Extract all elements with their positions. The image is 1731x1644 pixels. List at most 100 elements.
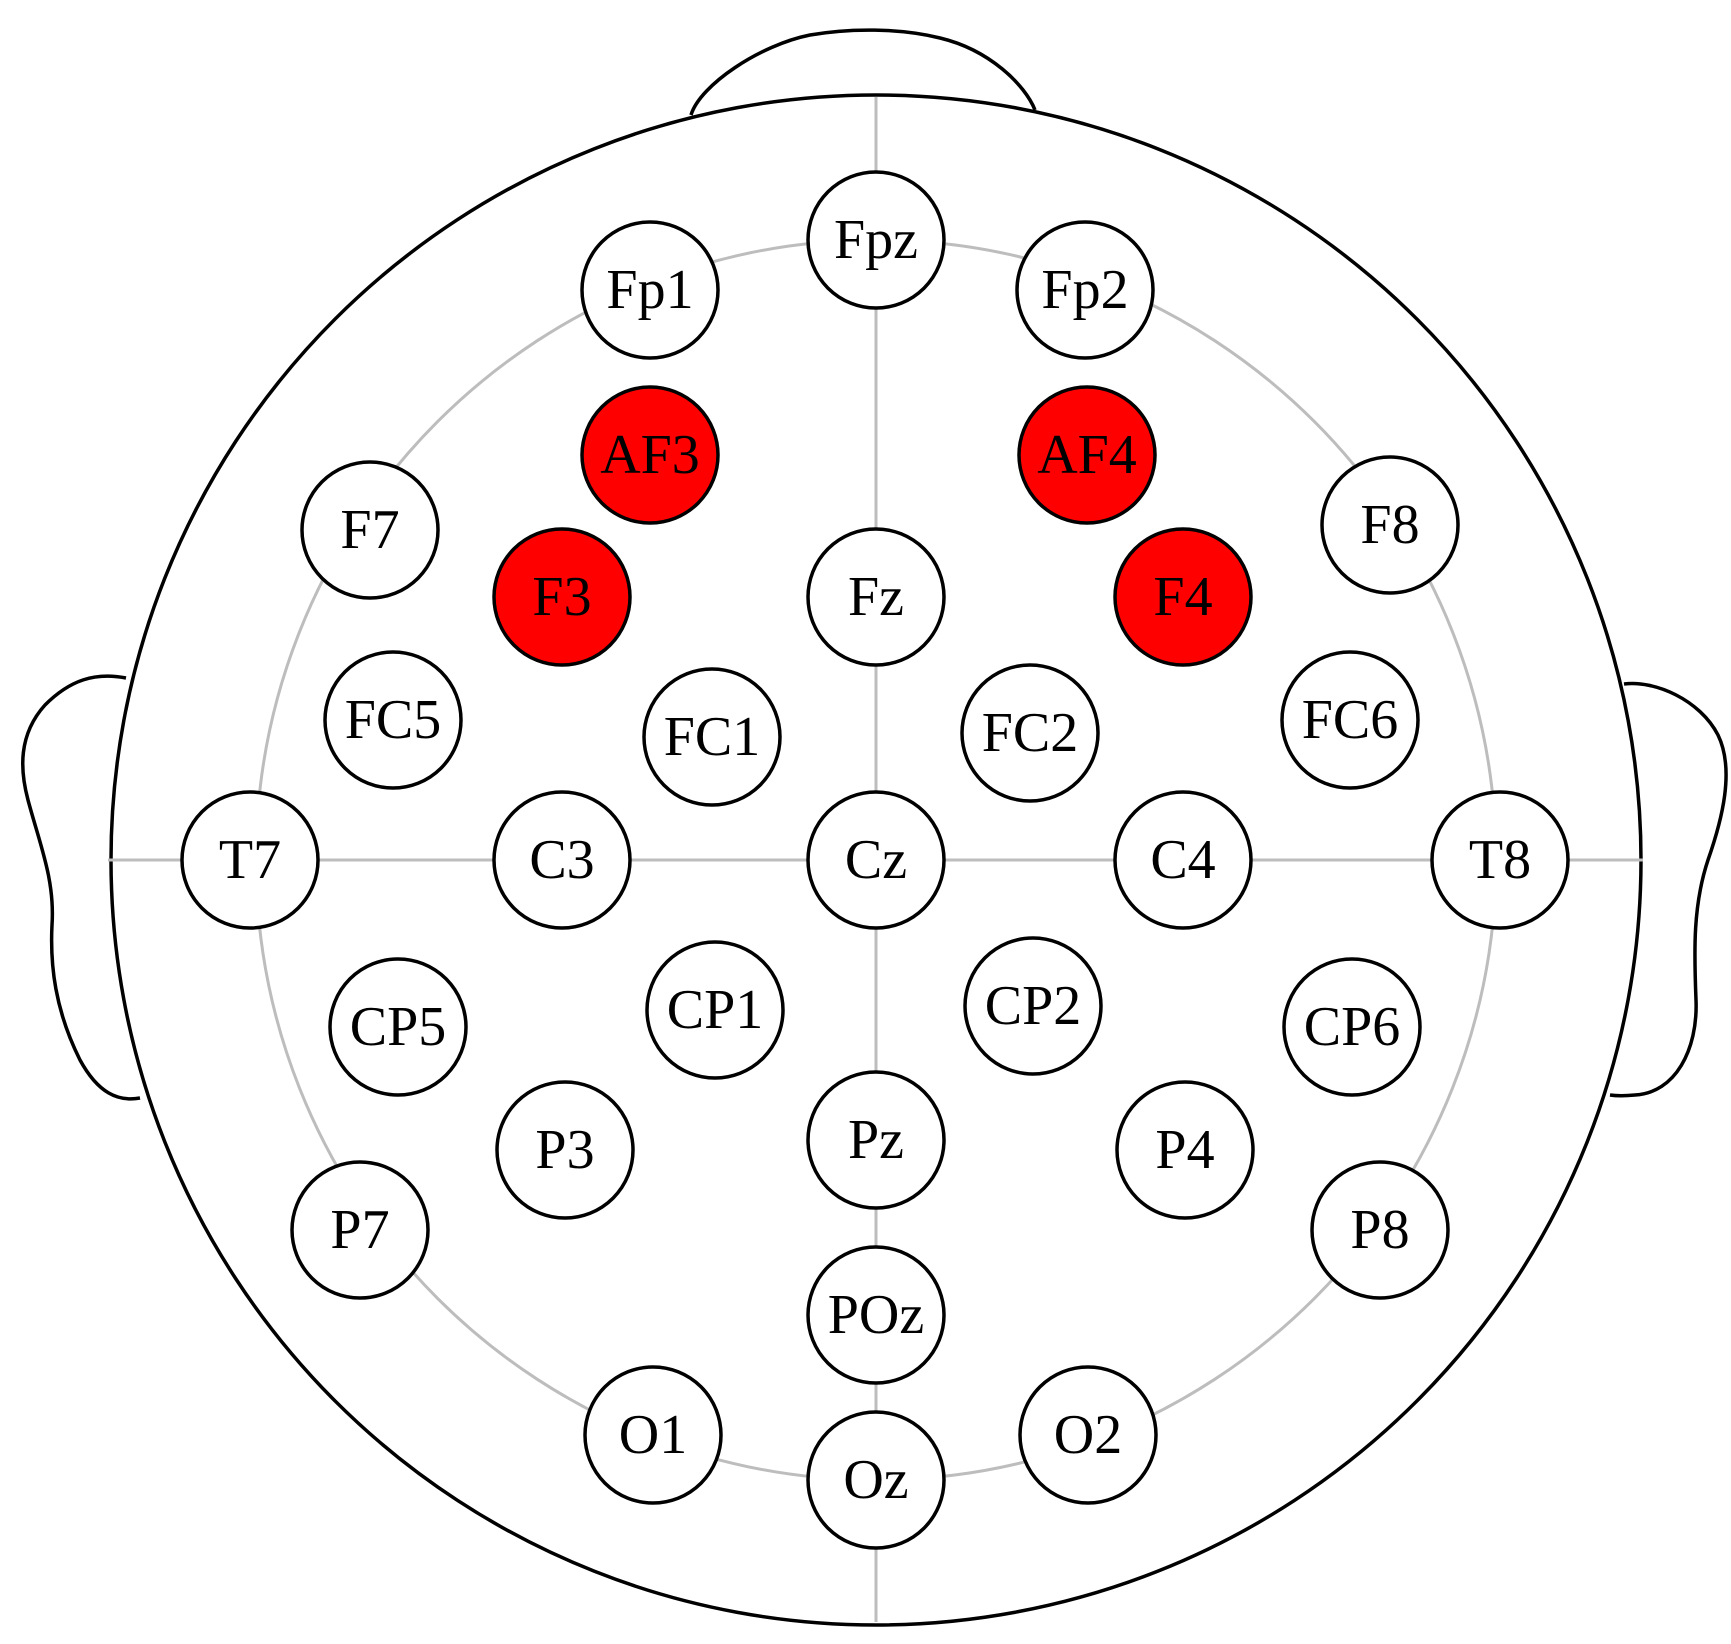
electrode-label: P8 <box>1350 1199 1409 1261</box>
electrode-label: F8 <box>1360 494 1419 556</box>
electrode-circle <box>1282 957 1422 1097</box>
electrode-circle <box>1015 220 1155 360</box>
electrode-circle <box>1115 1080 1255 1220</box>
electrode-label: O2 <box>1054 1404 1122 1466</box>
electrode-fp1: Fp1 <box>580 220 720 360</box>
electrode-circle <box>1018 1365 1158 1505</box>
electrode-circle <box>328 957 468 1097</box>
electrode-f4: F4 <box>1113 527 1253 667</box>
electrode-circle <box>806 1245 946 1385</box>
electrode-cp1: CP1 <box>645 940 785 1080</box>
electrode-label: AF4 <box>1037 424 1137 486</box>
electrode-circle <box>1310 1160 1450 1300</box>
electrode-c4: C4 <box>1113 790 1253 930</box>
electrode-p7: P7 <box>290 1160 430 1300</box>
electrode-circle <box>1017 385 1157 525</box>
electrode-af3: AF3 <box>580 385 720 525</box>
left-ear <box>21 674 141 1101</box>
electrode-fz: Fz <box>806 527 946 667</box>
electrode-label: AF3 <box>600 424 700 486</box>
electrode-label: Fz <box>848 566 904 628</box>
electrode-circle <box>323 650 463 790</box>
electrode-fp2: Fp2 <box>1015 220 1155 360</box>
electrode-label: Fp1 <box>606 259 693 321</box>
electrode-fc6: FC6 <box>1280 650 1420 790</box>
electrode-circle <box>1320 455 1460 595</box>
electrode-label: FC6 <box>1302 689 1399 751</box>
electrode-circle <box>1430 790 1570 930</box>
electrode-circle <box>1113 790 1253 930</box>
electrode-t7: T7 <box>180 790 320 930</box>
electrode-circle <box>960 663 1100 803</box>
electrode-circle <box>580 220 720 360</box>
electrode-fpz: Fpz <box>806 170 946 310</box>
electrode-circle <box>580 385 720 525</box>
electrode-circle <box>290 1160 430 1300</box>
electrode-f8: F8 <box>1320 455 1460 595</box>
electrode-circle <box>806 790 946 930</box>
electrode-label: T8 <box>1469 829 1531 891</box>
electrode-circle <box>645 940 785 1080</box>
electrode-circle <box>1113 527 1253 667</box>
electrode-fc5: FC5 <box>323 650 463 790</box>
electrode-circle <box>1280 650 1420 790</box>
electrode-af4: AF4 <box>1017 385 1157 525</box>
electrode-pz: Pz <box>806 1070 946 1210</box>
electrode-cz: Cz <box>806 790 946 930</box>
electrode-label: Fpz <box>834 209 918 271</box>
electrode-label: P7 <box>330 1199 389 1261</box>
electrode-circle <box>806 170 946 310</box>
electrode-c3: C3 <box>492 790 632 930</box>
electrode-circle <box>300 460 440 600</box>
electrode-cp5: CP5 <box>328 957 468 1097</box>
electrode-cp6: CP6 <box>1282 957 1422 1097</box>
electrode-label: CP2 <box>985 975 1082 1037</box>
nose <box>689 28 1037 116</box>
electrode-circle <box>180 790 320 930</box>
electrode-label: Fp2 <box>1041 259 1128 321</box>
electrode-label: C4 <box>1150 829 1215 891</box>
electrode-f7: F7 <box>300 460 440 600</box>
electrode-label: F7 <box>340 499 399 561</box>
electrode-f3: F3 <box>492 527 632 667</box>
electrode-circle <box>806 527 946 667</box>
electrode-cp2: CP2 <box>963 936 1103 1076</box>
electrode-label: POz <box>828 1284 924 1346</box>
electrode-circle <box>583 1365 723 1505</box>
electrode-poz: POz <box>806 1245 946 1385</box>
electrode-label: F4 <box>1153 566 1212 628</box>
electrode-circle <box>492 527 632 667</box>
electrode-label: T7 <box>219 829 281 891</box>
electrode-p8: P8 <box>1310 1160 1450 1300</box>
right-ear <box>1609 681 1728 1098</box>
electrode-fc2: FC2 <box>960 663 1100 803</box>
electrode-label: Pz <box>848 1109 904 1171</box>
electrode-t8: T8 <box>1430 790 1570 930</box>
electrode-circle <box>806 1070 946 1210</box>
electrode-label: C3 <box>529 829 594 891</box>
electrode-o1: O1 <box>583 1365 723 1505</box>
electrode-label: P4 <box>1155 1119 1214 1181</box>
electrode-circle <box>806 1410 946 1550</box>
electrode-label: FC2 <box>982 702 1079 764</box>
electrode-label: FC1 <box>664 706 761 768</box>
electrode-circle <box>963 936 1103 1076</box>
electrode-oz: Oz <box>806 1410 946 1550</box>
electrode-label: F3 <box>532 566 591 628</box>
electrode-label: Oz <box>843 1449 908 1511</box>
electrode-fc1: FC1 <box>642 667 782 807</box>
electrode-circle <box>492 790 632 930</box>
electrode-label: P3 <box>535 1119 594 1181</box>
electrode-label: CP1 <box>667 979 764 1041</box>
electrode-p4: P4 <box>1115 1080 1255 1220</box>
electrode-p3: P3 <box>495 1080 635 1220</box>
electrode-o2: O2 <box>1018 1365 1158 1505</box>
electrode-label: CP5 <box>350 996 447 1058</box>
electrode-label: O1 <box>619 1404 687 1466</box>
electrode-label: Cz <box>845 829 907 891</box>
electrode-circle <box>495 1080 635 1220</box>
electrode-circle <box>642 667 782 807</box>
electrode-label: CP6 <box>1304 996 1401 1058</box>
